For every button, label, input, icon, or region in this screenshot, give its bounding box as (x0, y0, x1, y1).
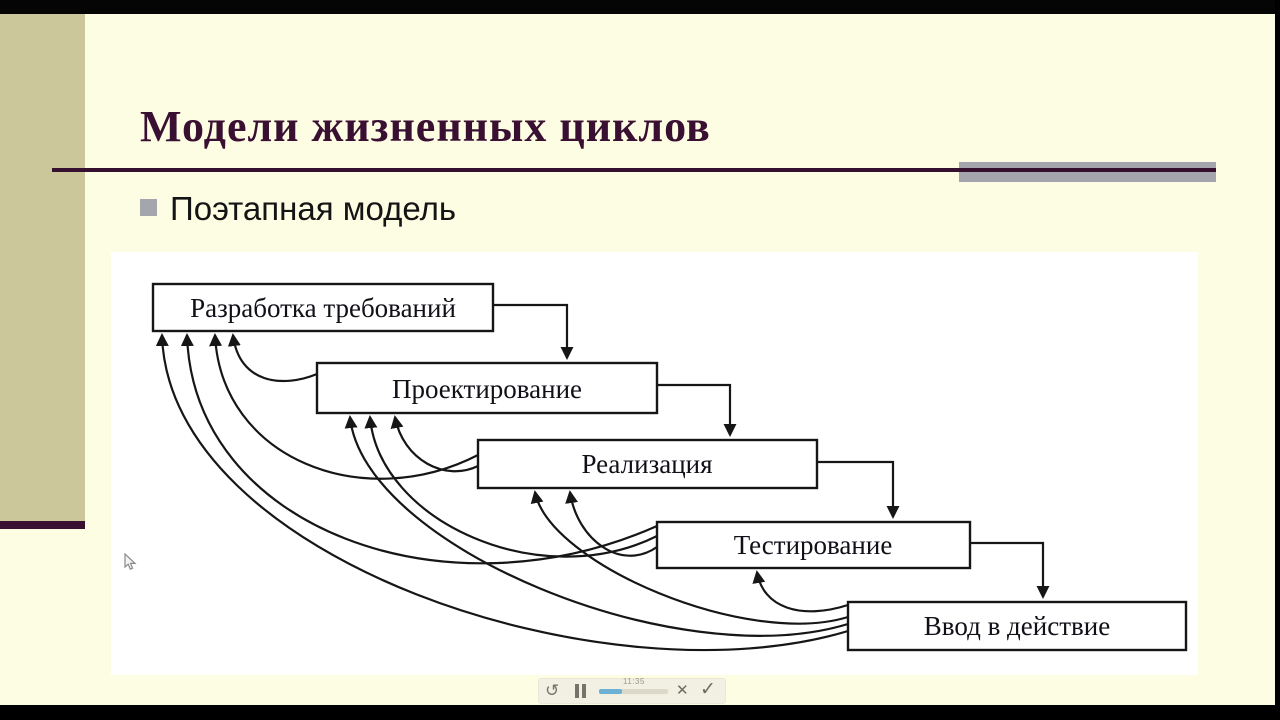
feedback-arrow-3-2 (390, 415, 479, 473)
slide-sidebar-band (0, 14, 85, 521)
feedback-arrow-5-1 (155, 333, 849, 651)
right-letterbox-bar (1275, 0, 1280, 720)
top-letterbox-bar (0, 0, 1280, 14)
sidebar-maroon-strip (0, 521, 85, 529)
cascade-arrow-1-2 (493, 303, 574, 360)
presentation-slide: Модели жизненных циклов Поэтапная модель (0, 14, 1275, 705)
cascade-arrow-4-5 (970, 541, 1050, 599)
progress-fill (599, 689, 623, 694)
feedback-arrow-3-1 (209, 333, 479, 480)
pause-icon[interactable] (575, 684, 589, 698)
stage-label-design: Проектирование (392, 374, 582, 404)
feedback-arrow-5-4 (752, 570, 849, 613)
bottom-letterbox-bar (0, 705, 1280, 720)
feedback-arrow-5-2 (344, 415, 849, 637)
bullet-marker (140, 199, 157, 216)
stage-box-requirements (151, 282, 495, 333)
stage-box-design (315, 361, 659, 415)
stage-label-implementation: Реализация (581, 449, 712, 479)
stage-box-deployment (846, 600, 1188, 652)
cascade-arrow-2-3 (657, 383, 737, 437)
cascade-arrow-3-4 (817, 460, 900, 519)
feedback-arrow-4-1 (180, 333, 658, 565)
bullet-label: Поэтапная модель (170, 190, 457, 227)
stage-box-implementation (476, 438, 819, 490)
staged-model-diagram: Разработка требований Проектирование Реа… (151, 282, 1188, 652)
stage-label-deployment: Ввод в действие (924, 611, 1110, 641)
stage-box-testing (655, 520, 972, 570)
feedback-arrow-4-2 (364, 415, 658, 558)
stage-label-testing: Тестирование (734, 530, 893, 560)
mouse-cursor-icon (124, 553, 137, 570)
progress-bar[interactable] (599, 689, 668, 694)
stage-label-requirements: Разработка требований (190, 293, 456, 323)
feedback-arrow-4-3 (565, 490, 658, 557)
title-accent-bar (959, 162, 1216, 182)
title-underline (52, 168, 1216, 172)
feedback-arrow-5-3 (530, 490, 849, 625)
feedback-arrow-2-1 (227, 333, 318, 383)
confirm-icon[interactable]: ✓ (700, 679, 716, 700)
slide-title: Модели жизненных циклов (140, 102, 711, 152)
replay-icon[interactable]: ↺ (545, 681, 560, 700)
close-icon[interactable]: ✕ (676, 682, 689, 699)
time-label: 11:35 (623, 677, 645, 686)
playback-toolbar: ↺ 11:35 ✕ ✓ (538, 677, 726, 704)
diagram-panel: Разработка требований Проектирование Реа… (111, 252, 1198, 675)
